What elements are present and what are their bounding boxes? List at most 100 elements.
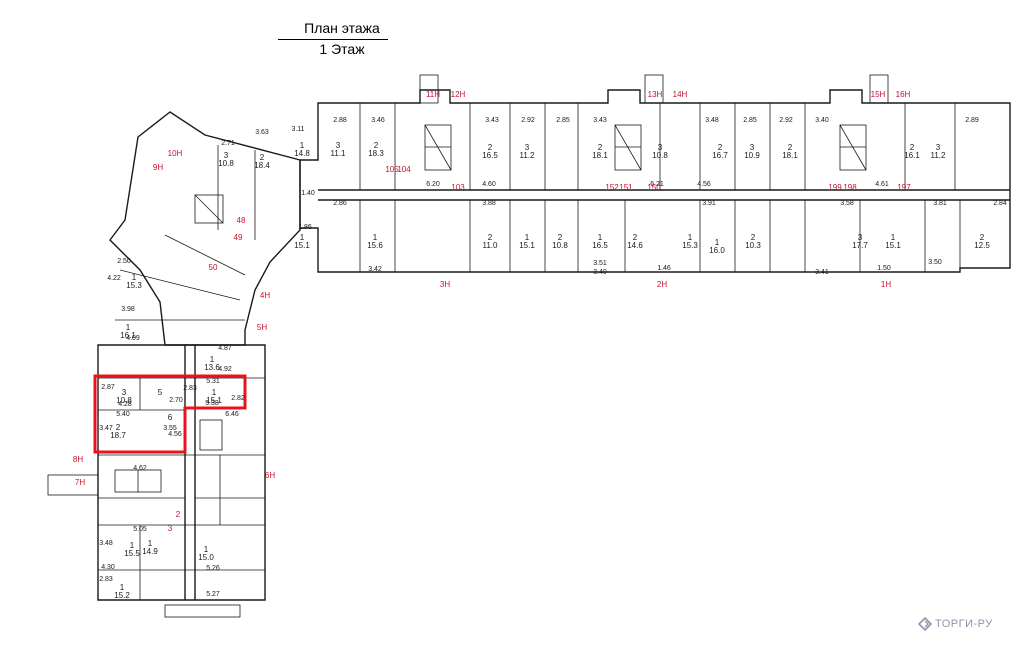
dimension-label: 3.43 — [593, 117, 607, 124]
room-area: 12.5 — [974, 241, 990, 250]
dimension-label: 6.20 — [426, 181, 440, 188]
unit-label: 2Н — [657, 280, 667, 289]
room-number: 2 — [751, 233, 756, 242]
dimension-label: 3.46 — [371, 117, 385, 124]
dimension-label: 6.46 — [225, 411, 239, 418]
room-number: 2 — [980, 233, 985, 242]
dimension-label: 3.98 — [121, 306, 135, 313]
room-number: 5 — [158, 388, 163, 397]
highlighted-premises — [93, 374, 247, 454]
room-area: 18.3 — [368, 149, 384, 158]
dimension-label: 3.11 — [291, 126, 304, 133]
room-area: 16.5 — [592, 241, 608, 250]
room-area: 16.7 — [712, 151, 728, 160]
room-number: 3 — [122, 388, 127, 397]
dimension-label: 4.09 — [126, 335, 140, 342]
unit-label: 8Н — [73, 455, 83, 464]
dimension-label: 3.63 — [255, 129, 269, 136]
unit-label: 5Н — [257, 323, 267, 332]
room-number: 1 — [126, 323, 131, 332]
unit-label: 197 — [897, 183, 911, 192]
room-number: 2 — [718, 143, 723, 152]
room-number: 1 — [212, 388, 217, 397]
room-area: 14.6 — [627, 241, 643, 250]
dimension-label: 5.27 — [206, 591, 220, 598]
room-area: 10.8 — [218, 159, 234, 168]
room-number: 1 — [130, 541, 135, 550]
room-area: 15.2 — [114, 591, 130, 600]
dimension-label: 3.48 — [705, 117, 719, 124]
room-area: 14.9 — [142, 547, 158, 556]
room-area: 18.1 — [592, 151, 608, 160]
dimension-label: 2.86 — [333, 200, 347, 207]
dimension-label: 5.40 — [116, 411, 130, 418]
room-area: 10.8 — [652, 151, 668, 160]
room-area: 16.1 — [120, 331, 136, 340]
building-walls — [97, 89, 1011, 601]
unit-label: 104 — [397, 165, 411, 174]
room-partitions — [98, 103, 961, 600]
dimension-label: 3.47 — [99, 425, 113, 432]
dimension-label: 4.62 — [133, 465, 147, 472]
dimension-label: 3.88 — [482, 200, 496, 207]
room-number: 1 — [132, 273, 137, 282]
room-number: 1 — [688, 233, 693, 242]
room-number: 3 — [525, 143, 530, 152]
room-area: 15.6 — [367, 241, 383, 250]
room-number: 1 — [891, 233, 896, 242]
room-area: 14.8 — [294, 149, 310, 158]
unit-label: 12Н — [451, 90, 466, 99]
dimension-label: 4.87 — [218, 345, 232, 352]
room-area: 15.1 — [294, 241, 310, 250]
room-number: 1 — [525, 233, 530, 242]
unit-label: 152 — [605, 183, 619, 192]
room-number: 3 — [336, 141, 341, 150]
room-number: 2 — [788, 143, 793, 152]
room-area: 11.2 — [931, 151, 947, 160]
room-number: 2 — [598, 143, 603, 152]
dimension-label: 3.91 — [702, 200, 716, 207]
room-area: 15.1 — [206, 396, 222, 405]
dimension-label: 4.30 — [101, 564, 115, 571]
dimension-label: 3.58 — [840, 200, 854, 207]
room-area: 15.1 — [885, 241, 901, 250]
dimension-label: 3.81 — [933, 200, 947, 207]
dimension-label: 4.60 — [482, 181, 496, 188]
unit-label: 9Н — [153, 163, 163, 172]
room-number: 3 — [750, 143, 755, 152]
plan-title: План этажа — [304, 20, 380, 36]
torgi-ru-watermark: ТОРГИ-РУ — [918, 617, 993, 631]
unit-label: 4Н — [260, 291, 270, 300]
unit-label: 2 — [176, 510, 181, 519]
room-number: 1 — [373, 233, 378, 242]
unit-label: 49 — [234, 233, 243, 242]
room-area: 18.4 — [254, 161, 270, 170]
room-number: 2 — [488, 143, 493, 152]
unit-label: 11Н — [426, 90, 440, 99]
stair-cores — [47, 74, 889, 618]
dimension-label: 3.55 — [163, 425, 177, 432]
dimension-label: 2.71 — [221, 140, 235, 147]
unit-label: 3Н — [440, 280, 450, 289]
dimension-label: 1.40 — [301, 190, 315, 197]
dimension-label: 2.92 — [779, 117, 793, 124]
dimension-label: 3.40 — [815, 117, 829, 124]
unit-label: 151 — [619, 183, 633, 192]
room-number: 2 — [116, 423, 121, 432]
unit-label: 50 — [209, 263, 218, 272]
room-area: 11.0 — [483, 241, 499, 250]
room-number: 1 — [148, 539, 153, 548]
room-number: 3 — [858, 233, 863, 242]
room-number: 2 — [633, 233, 638, 242]
unit-label: 1Н — [881, 280, 891, 289]
dimension-label: 2.85 — [743, 117, 757, 124]
dimension-label: 4.92 — [218, 366, 232, 373]
dimension-label: 6.21 — [650, 181, 664, 188]
room-area: 16.0 — [709, 246, 725, 255]
room-number: 1 — [300, 233, 305, 242]
dimension-label: 4.61 — [875, 181, 889, 188]
torgi-ru-logo-icon — [918, 617, 932, 631]
title-divider — [278, 39, 388, 40]
room-area: 11.2 — [520, 151, 536, 160]
room-area: 10.8 — [552, 241, 568, 250]
